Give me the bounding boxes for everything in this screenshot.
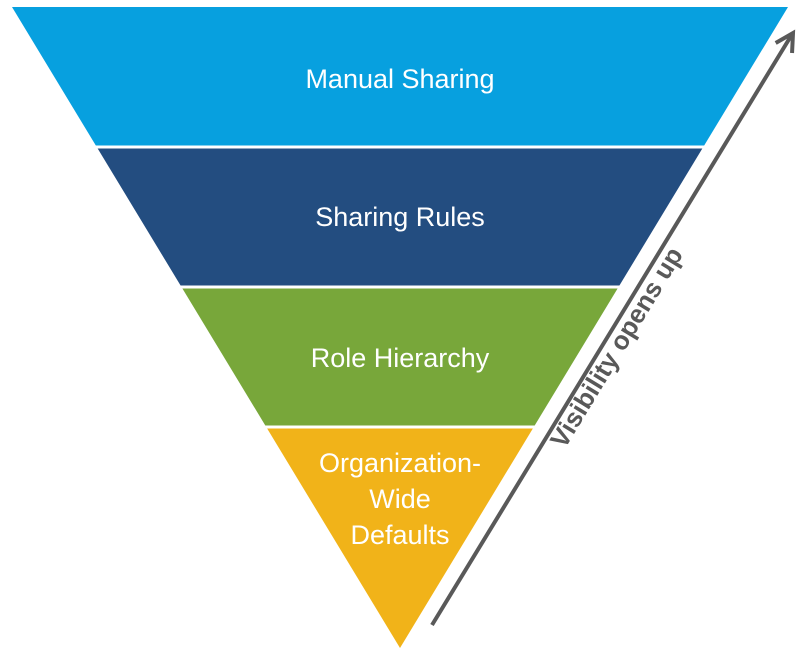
funnel-layer-4-label: Organization- <box>319 448 481 478</box>
arrow-head-icon <box>774 29 796 54</box>
funnel-layer-4 <box>267 428 533 648</box>
funnel-layer-3 <box>182 288 618 426</box>
funnel-layer-2 <box>97 148 703 286</box>
funnel-layer-1-label: Manual Sharing <box>305 64 494 94</box>
funnel-layer-1 <box>12 7 788 146</box>
funnel-layer-3-label: Role Hierarchy <box>311 343 490 373</box>
funnel-layer-2-label: Sharing Rules <box>315 202 485 232</box>
arrow-shaft <box>430 34 793 627</box>
funnel-layer-4-label: Defaults <box>350 520 449 550</box>
funnel-layer-4-label: Wide <box>369 484 431 514</box>
